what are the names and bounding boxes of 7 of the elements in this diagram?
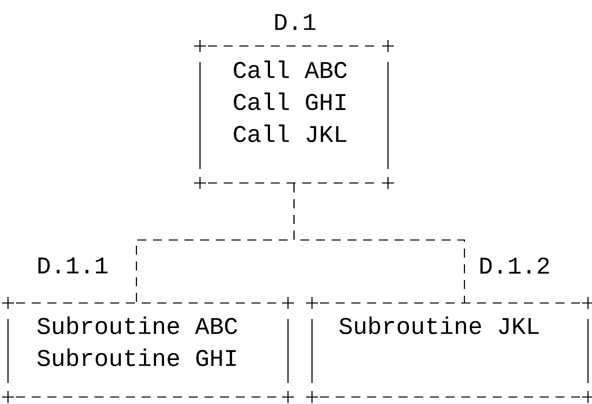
connector (293, 184, 465, 302)
box-heading: D.1 (275, 14, 316, 30)
box-heading: D.1.2 (480, 258, 549, 274)
process-box: Call ABC Call GHI Call JKL (193, 39, 395, 190)
process-box: Subroutine ABC Subroutine GHI (1, 296, 295, 404)
box-heading: D.1.1 (38, 258, 108, 274)
process-box: Subroutine JKL (305, 296, 592, 404)
